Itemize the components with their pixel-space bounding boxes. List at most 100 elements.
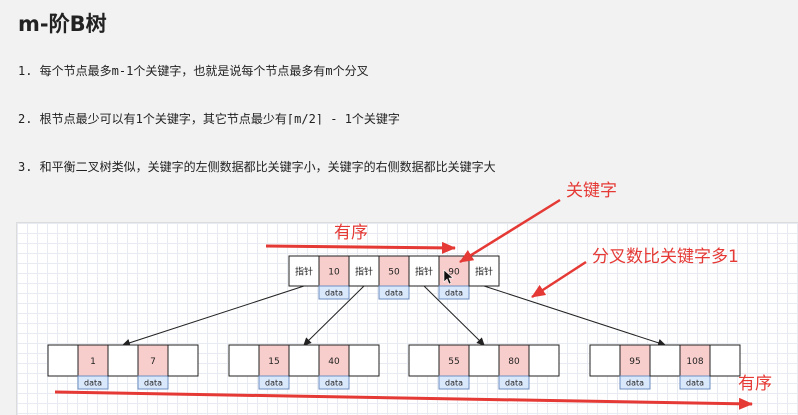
root-data-10: data [318, 285, 350, 300]
leaf-2-pointer-3-box [348, 344, 380, 377]
leaf-key-108: 108 [679, 344, 711, 377]
root-pointer-2: 指针 [348, 255, 380, 287]
root-data-10-label: data [325, 289, 343, 298]
root-data-50-label: data [385, 289, 403, 298]
leaf-data-40-box [318, 375, 350, 390]
root-pointer-2-label: 指针 [355, 266, 373, 278]
leaf-data-80-box [498, 375, 530, 390]
leaf-key-80: 80 [498, 344, 530, 377]
root-pointer-2-box [348, 255, 380, 287]
leaf-data-40: data [318, 375, 350, 390]
point-3: 3. 和平衡二叉树类似，关键字的左侧数据都比关键字小，关键字的右侧数据都比关键字… [18, 160, 496, 174]
leaf-node-4: 95 data 108 data [589, 344, 741, 390]
leaf-data-95: data [619, 375, 651, 390]
leaf-1-pointer-2 [107, 344, 139, 377]
edge-root-to-leaf-2 [303, 285, 365, 346]
leaf-1-pointer-1 [47, 344, 79, 377]
leaf-3-pointer-2-box [468, 344, 500, 377]
leaf-3-pointer-2 [468, 344, 500, 377]
root-pointer-3-box [408, 255, 440, 287]
leaf-data-40-label: data [325, 379, 343, 388]
root-pointer-4: 指针 [468, 255, 500, 287]
leaf-2-pointer-2-box [288, 344, 320, 377]
leaf-key-15: 15 [258, 344, 290, 377]
ordered-bottom-label: 有序 [738, 374, 772, 394]
leaf-4-pointer-3-box [709, 344, 741, 377]
branches-arrow [531, 260, 587, 299]
root-key-10: 10 [318, 255, 350, 287]
root-pointer-1: 指针 [288, 255, 320, 287]
leaf-1-pointer-3 [167, 344, 199, 377]
root-pointer-3: 指针 [408, 255, 440, 287]
leaf-key-15-label: 15 [268, 357, 279, 367]
leaf-key-55: 55 [438, 344, 470, 377]
leaf-2-pointer-1-box [228, 344, 260, 377]
leaf-key-40: 40 [318, 344, 350, 377]
leaf-1-pointer-2-box [107, 344, 139, 377]
ordered-top-arrow [265, 241, 456, 254]
edge-root-to-leaf-1 [122, 285, 305, 347]
branches-label: 分叉数比关键字多1 [592, 247, 739, 267]
leaf-key-1-label: 1 [90, 357, 96, 367]
root-data-90-label: data [445, 289, 463, 298]
leaf-key-80-label: 80 [508, 357, 520, 367]
root-data-50: data [378, 285, 410, 300]
mouse-cursor-icon [443, 269, 454, 285]
leaf-data-15: data [258, 375, 290, 390]
root-key-50-box [378, 255, 410, 287]
leaf-key-108-label: 108 [686, 357, 703, 367]
leaf-4-pointer-2 [649, 344, 681, 377]
leaf-3-pointer-3 [528, 344, 560, 377]
leaf-data-80: data [498, 375, 530, 390]
leaf-data-1-box [77, 375, 109, 390]
keyword-label: 关键字 [566, 181, 617, 201]
ordered-top-label: 有序 [334, 223, 368, 243]
leaf-2-pointer-2 [288, 344, 320, 377]
edge-root-to-leaf-3 [423, 285, 485, 346]
leaf-key-55-label: 55 [448, 357, 459, 367]
leaf-data-95-box [619, 375, 651, 390]
leaf-key-1: 1 [77, 344, 109, 377]
leaf-data-55: data [438, 375, 470, 390]
leaf-key-1-box [77, 344, 109, 377]
leaf-2-pointer-3 [348, 344, 380, 377]
leaf-data-7-label: data [144, 379, 162, 388]
leaf-key-80-box [498, 344, 530, 377]
leaf-4-pointer-1-box [589, 344, 621, 377]
leaf-4-pointer-3 [709, 344, 741, 377]
root-pointer-1-label: 指针 [295, 266, 313, 278]
leaf-data-108: data [679, 375, 711, 390]
leaf-3-pointer-1-box [408, 344, 440, 377]
leaf-1-pointer-3-box [167, 344, 199, 377]
leaf-data-7-box [137, 375, 169, 390]
leaf-key-95-label: 95 [629, 357, 640, 367]
leaf-key-40-box [318, 344, 350, 377]
root-data-90-box [438, 285, 470, 300]
leaf-3-pointer-1 [408, 344, 440, 377]
leaf-data-95-label: data [626, 379, 644, 388]
leaf-node-1: 1 data 7 data [47, 344, 199, 390]
point-2: 2. 根节点最少可以有1个关键字，其它节点最少有⌈m/2⌉ - 1个关键字 [18, 112, 400, 126]
leaf-1-pointer-1-box [47, 344, 79, 377]
leaf-key-7: 7 [137, 344, 169, 377]
leaf-node-2: 15 data 40 data [228, 344, 380, 390]
leaf-data-108-box [679, 375, 711, 390]
leaf-key-7-label: 7 [150, 357, 156, 367]
root-key-90-label: 90 [448, 268, 460, 278]
leaf-data-7: data [137, 375, 169, 390]
leaf-3-pointer-3-box [528, 344, 560, 377]
leaf-key-7-box [137, 344, 169, 377]
leaf-key-40-label: 40 [328, 357, 340, 367]
leaf-data-1-label: data [84, 379, 102, 388]
leaf-4-pointer-1 [589, 344, 621, 377]
leaf-data-55-box [438, 375, 470, 390]
root-key-10-label: 10 [328, 268, 340, 278]
page-title: m-阶B树 [18, 12, 107, 36]
leaf-2-pointer-1 [228, 344, 260, 377]
leaf-data-108-label: data [686, 379, 704, 388]
root-key-50: 50 [378, 255, 410, 287]
root-pointer-3-label: 指针 [415, 266, 433, 278]
root-node: 指针 10 data 指针 50 data 指针 90 data 指针 [288, 255, 500, 300]
leaf-key-95: 95 [619, 344, 651, 377]
root-key-50-label: 50 [388, 268, 400, 278]
